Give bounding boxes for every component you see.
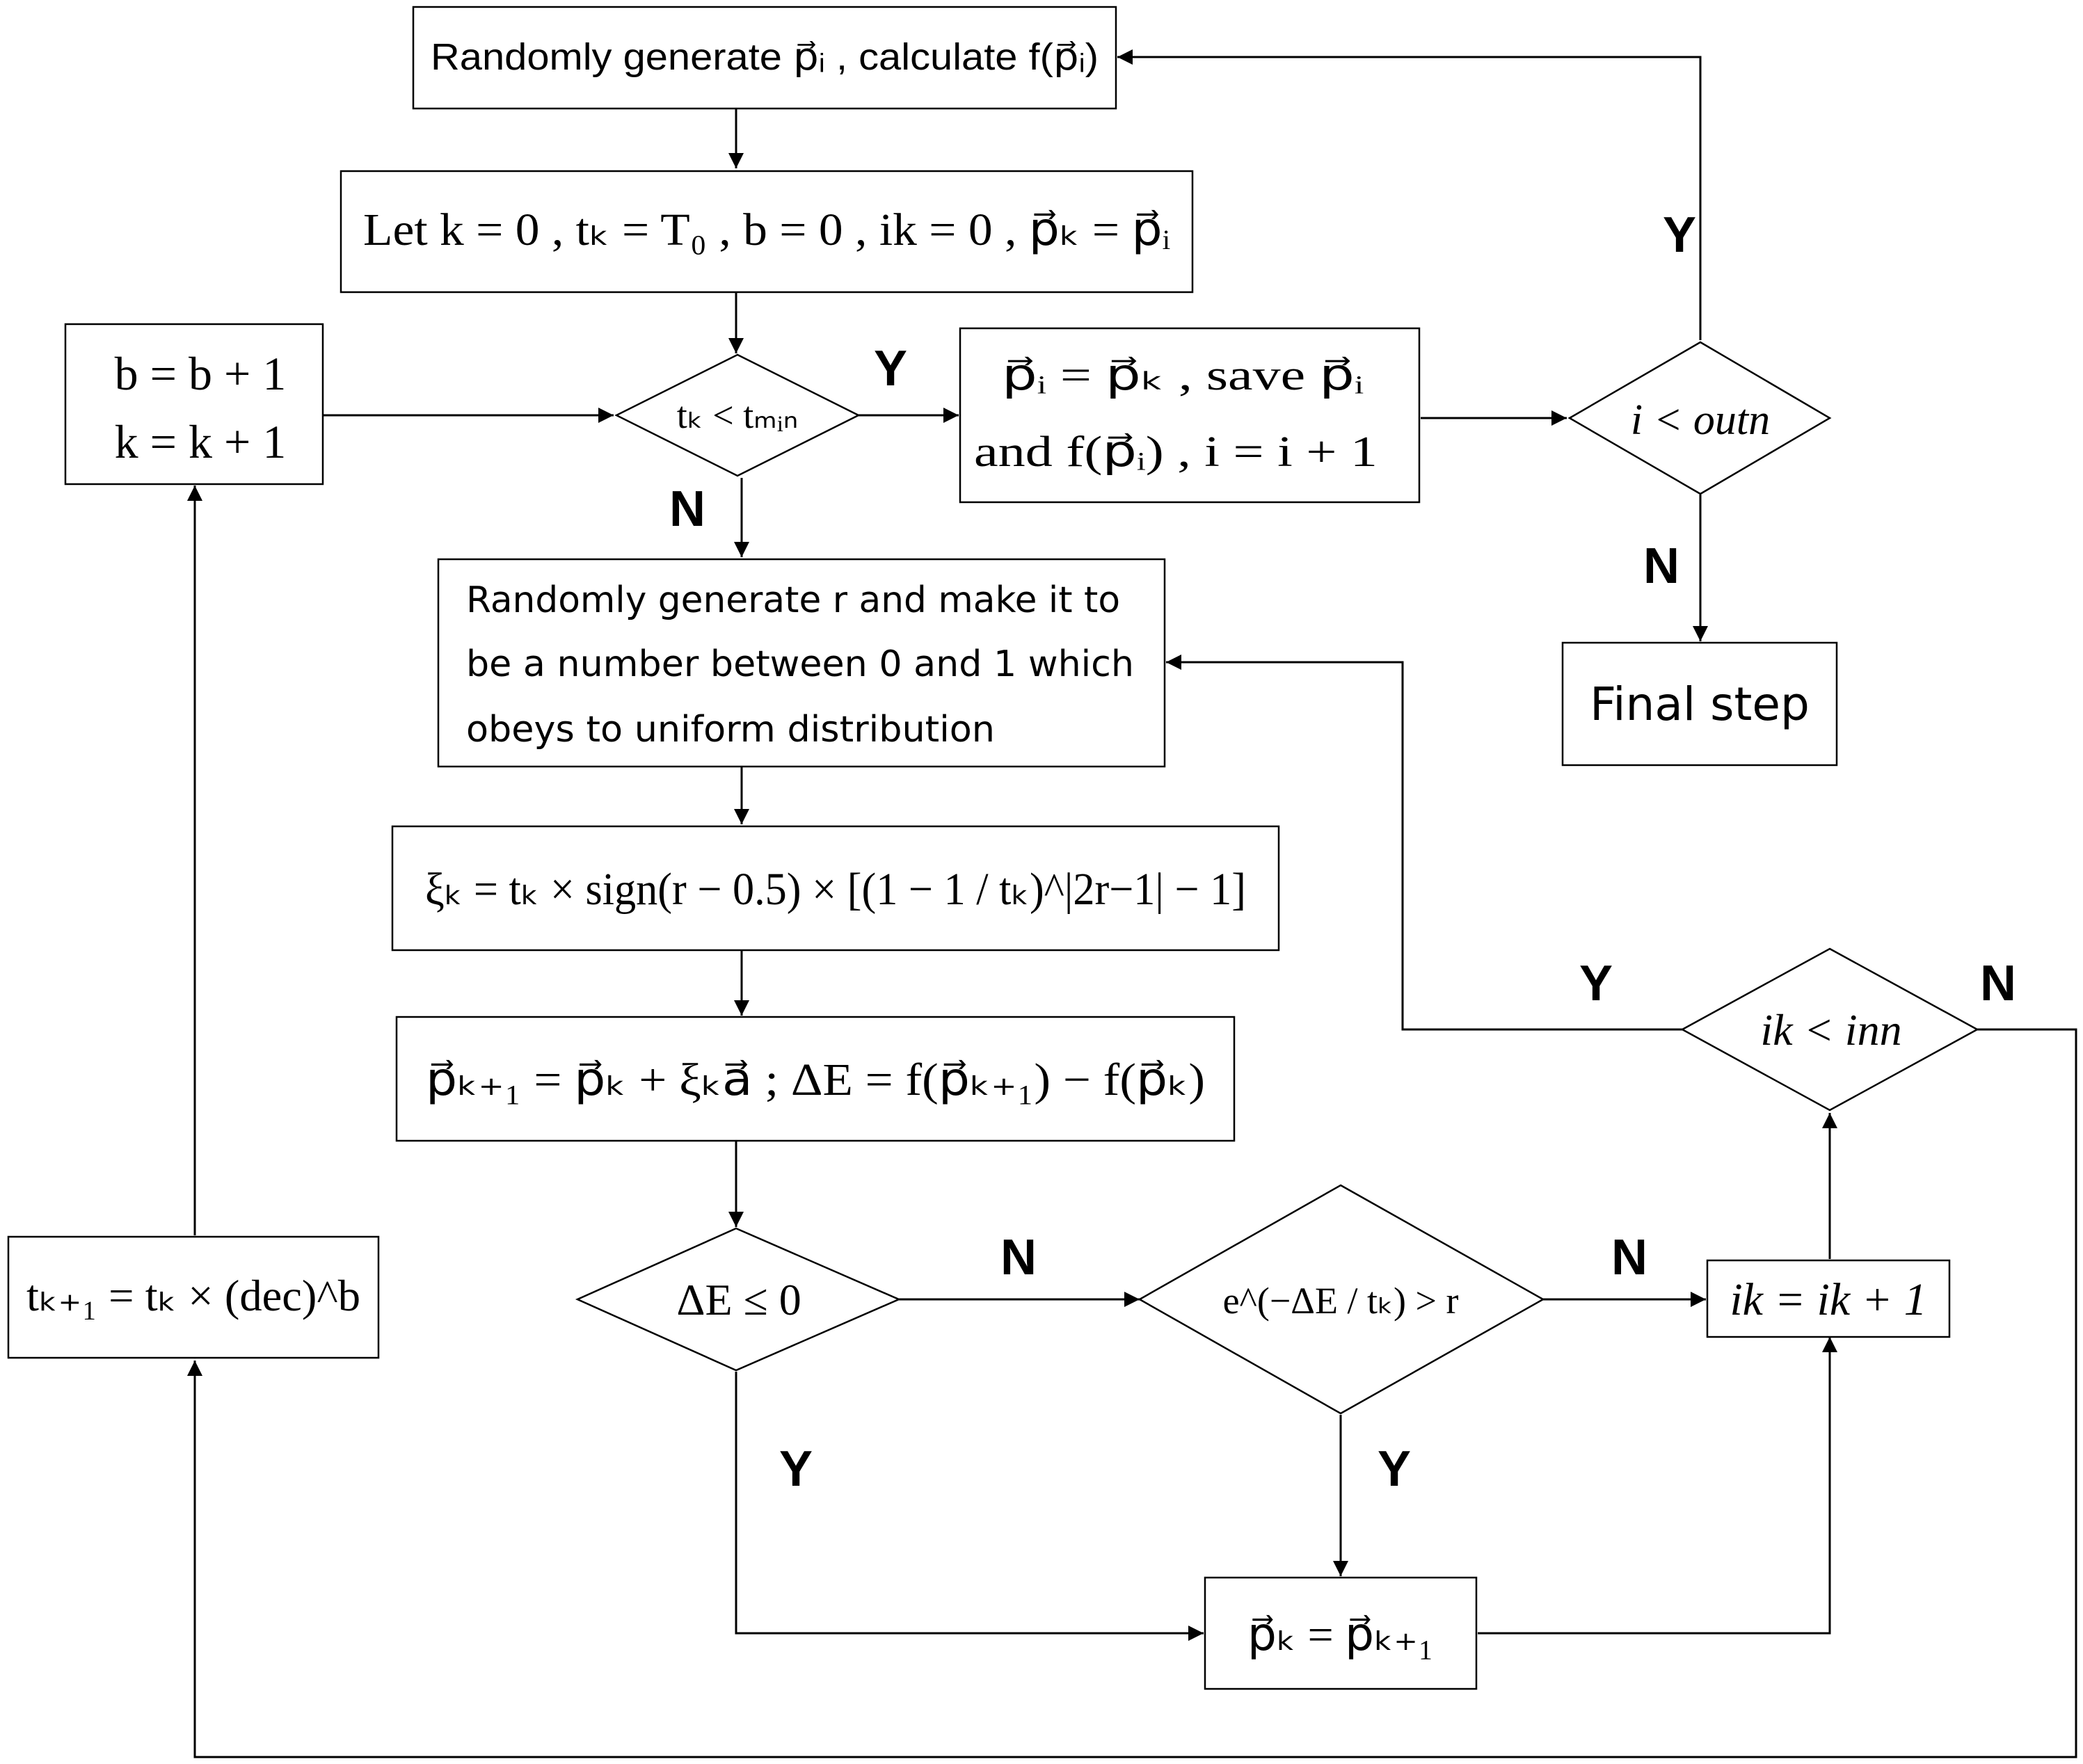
- node-generate: Randomly generate p⃗ᵢ , calculate f(p⃗ᵢ): [412, 6, 1117, 110]
- node-random-r: Randomly generate r and make it to be a …: [437, 558, 1166, 768]
- node-inc-b-k: b = b + 1 k = k + 1: [64, 323, 324, 486]
- node-accept-label: p⃗ₖ = p⃗ₖ₊₁: [1247, 1610, 1434, 1660]
- label-metropolis-yes: Y: [1378, 1441, 1411, 1497]
- node-metropolis-label: e^(−ΔE / tₖ) > r: [1223, 1280, 1459, 1322]
- label-de-no: N: [1000, 1230, 1037, 1285]
- label-outer-no: N: [1643, 538, 1679, 594]
- node-save-line-2: and f(p⃗ᵢ) , i = i + 1: [974, 428, 1378, 476]
- label-temp-no: N: [669, 481, 705, 537]
- node-final: Final step: [1561, 641, 1838, 767]
- node-update-p: p⃗ₖ₊₁ = p⃗ₖ + ξₖa⃗ ; ΔE = f(p⃗ₖ₊₁) − f(p…: [395, 1016, 1236, 1142]
- node-save: p⃗ᵢ = p⃗ₖ , save p⃗ᵢ and f(p⃗ᵢ) , i = i …: [959, 327, 1421, 504]
- label-temp-yes: Y: [874, 341, 907, 396]
- node-random-r-line-3: obeys to uniform distribution: [466, 709, 995, 751]
- node-check-outer-label: i < outn: [1631, 396, 1770, 444]
- node-random-r-line-2: be a number between 0 and 1 which: [466, 643, 1134, 685]
- node-update-p-label: p⃗ₖ₊₁ = p⃗ₖ + ξₖa⃗ ; ΔE = f(p⃗ₖ₊₁) − f(p…: [426, 1055, 1205, 1105]
- node-save-line-1: p⃗ᵢ = p⃗ₖ , save p⃗ᵢ: [1002, 352, 1364, 399]
- label-de-yes: Y: [779, 1441, 813, 1497]
- node-final-label: Final step: [1590, 677, 1810, 731]
- node-check-inner: ik < inn: [1680, 947, 1979, 1112]
- node-metropolis: e^(−ΔE / tₖ) > r: [1138, 1184, 1545, 1415]
- node-cool: tₖ₊₁ = tₖ × (dec)^b: [7, 1235, 380, 1359]
- edge-check-de-yes-to-accept: [735, 1372, 1204, 1641]
- node-xi-label: ξₖ = tₖ × sign(r − 0.5) × [(1 − 1 / tₖ)^…: [425, 864, 1246, 915]
- node-init: Let k = 0 , tₖ = T₀ , b = 0 , ik = 0 , p…: [340, 170, 1194, 294]
- node-check-temp: tₖ < tₘᵢₙ: [614, 353, 861, 477]
- node-check-de: ΔE ≤ 0: [575, 1227, 902, 1372]
- label-inner-no: N: [1980, 956, 2016, 1011]
- node-accept: p⃗ₖ = p⃗ₖ₊₁: [1204, 1576, 1478, 1690]
- node-inc-ik-label: ik = ik + 1: [1730, 1274, 1926, 1325]
- label-metropolis-no: N: [1611, 1230, 1647, 1285]
- edge-check-inner-no-to-cool: [187, 1028, 2077, 1758]
- edge-check-inner-yes-to-random-r: [1166, 655, 1682, 1031]
- node-init-label: Let k = 0 , tₖ = T₀ , b = 0 , ik = 0 , p…: [363, 205, 1170, 255]
- node-xi: ξₖ = tₖ × sign(r − 0.5) × [(1 − 1 / tₖ)^…: [391, 825, 1280, 952]
- edge-check-outer-yes-to-generate: [1117, 49, 1702, 340]
- edge-labels: Y N Y N Y N N N Y Y: [669, 207, 2016, 1497]
- node-inc-ik: ik = ik + 1: [1706, 1259, 1951, 1338]
- node-cool-label: tₖ₊₁ = tₖ × (dec)^b: [26, 1271, 360, 1320]
- node-generate-label: Randomly generate p⃗ᵢ , calculate f(p⃗ᵢ): [431, 36, 1099, 78]
- node-check-outer: i < outn: [1567, 341, 1832, 495]
- node-check-de-label: ΔE ≤ 0: [676, 1275, 801, 1324]
- node-check-temp-label: tₖ < tₘᵢₙ: [677, 394, 798, 436]
- node-check-inner-label: ik < inn: [1760, 1005, 1901, 1055]
- node-random-r-line-1: Randomly generate r and make it to: [466, 579, 1120, 621]
- label-outer-yes: Y: [1663, 207, 1696, 263]
- node-inc-b-k-line-2: k = k + 1: [115, 415, 287, 468]
- label-inner-yes: Y: [1579, 956, 1613, 1011]
- edge-accept-to-inc-ik: [1478, 1337, 1837, 1635]
- edges: [187, 49, 2077, 1758]
- node-inc-b-k-line-1: b = b + 1: [115, 347, 287, 400]
